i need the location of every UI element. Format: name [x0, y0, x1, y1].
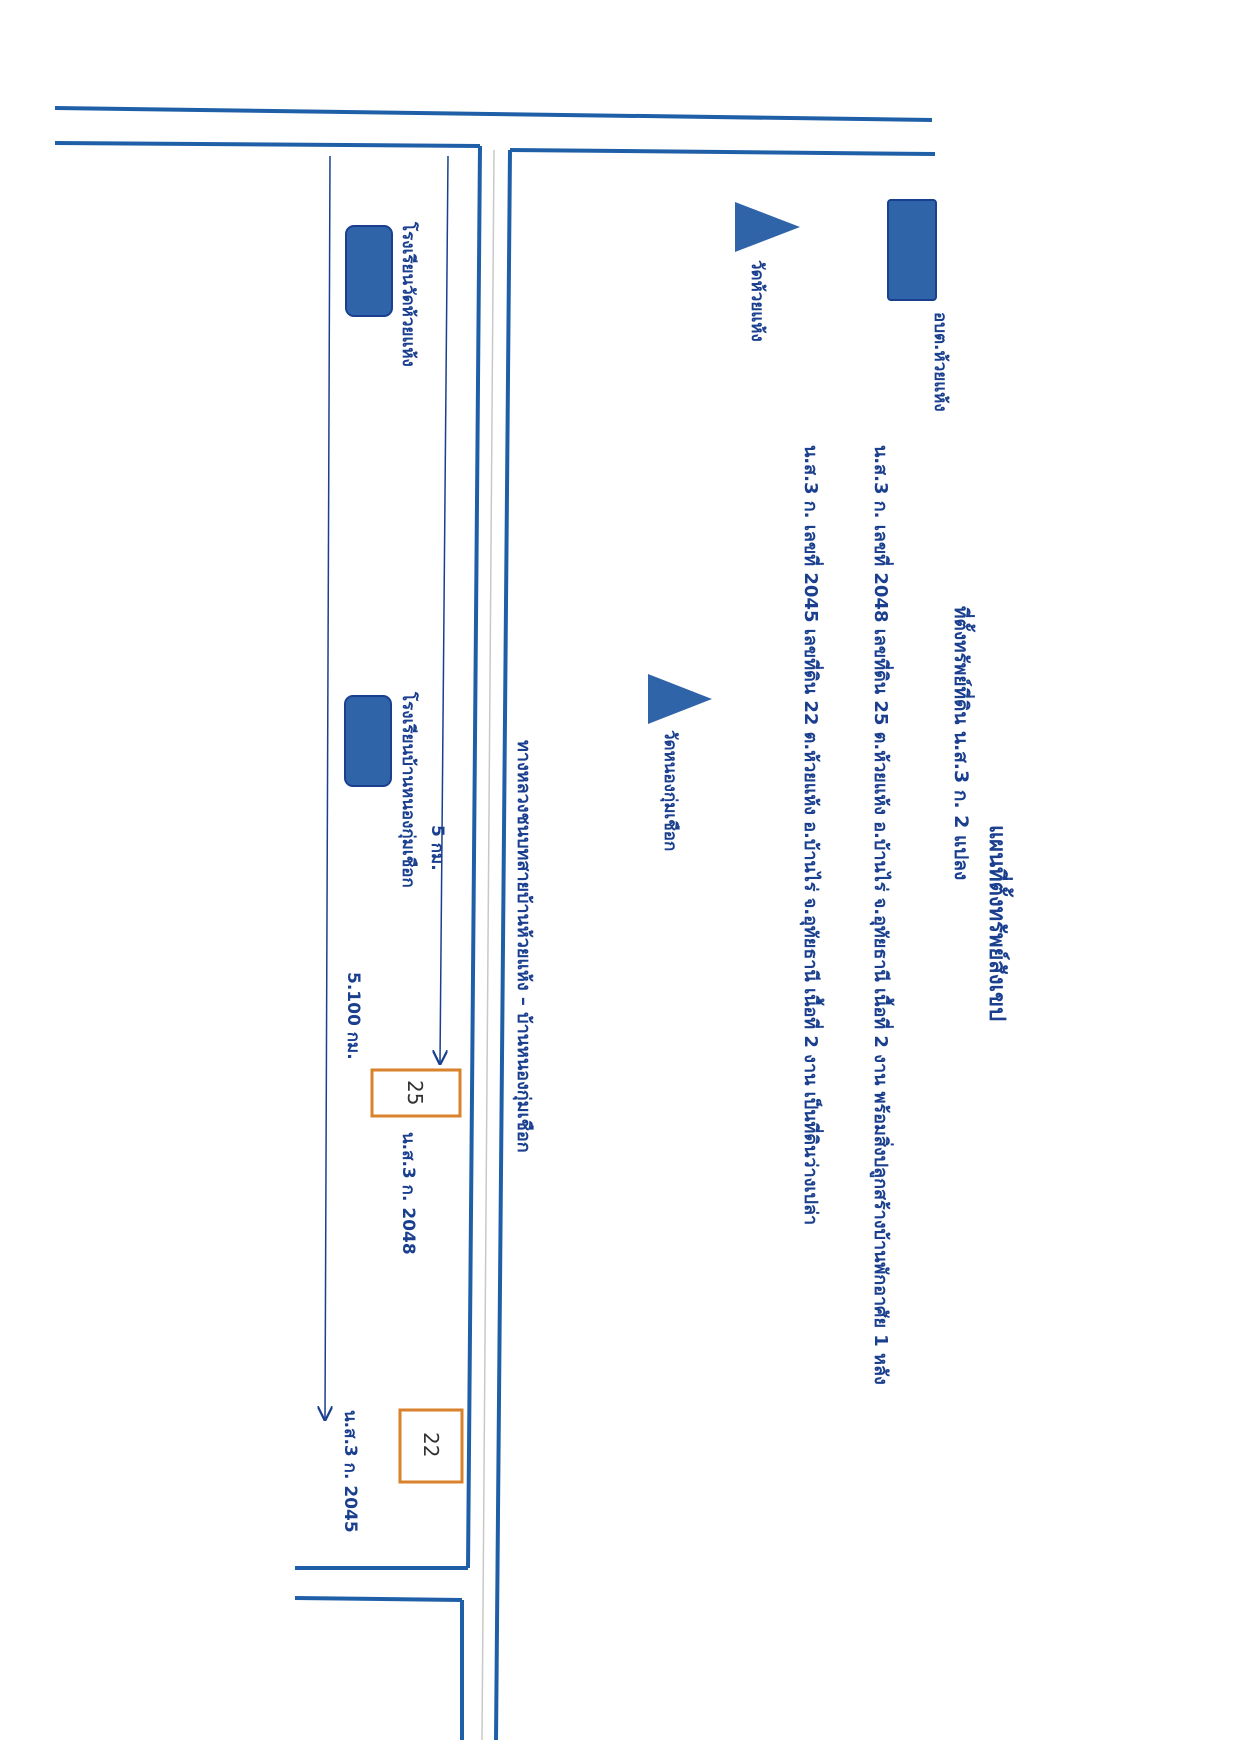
top-road-inner-line-right [509, 148, 936, 156]
parcel-description-2: น.ส.3 ก. เลขที่ 2045 เลขที่ดิน 22 ต.ห้วย… [799, 445, 825, 1225]
main-road-right-edge [494, 149, 512, 1741]
temple-1-marker [735, 202, 800, 252]
map-subtitle: ที่ตั้งทรัพย์ที่ดิน น.ส.3 ก. 2 แปลง [950, 606, 976, 880]
parcel-22-number: 22 [419, 1432, 443, 1457]
school-1-marker [345, 225, 393, 317]
parcel-25-box [370, 1068, 462, 1118]
temple-2-marker [648, 674, 712, 724]
distance-label-parcel-22: 5.100 กม. [343, 972, 363, 1060]
parcel-22-box [398, 1408, 464, 1484]
school-2-marker [344, 695, 392, 787]
school-1-label: โรงเรียนวัดห้วยแห้ง [398, 221, 419, 367]
temple-1-label: วัดห้วยแห้ง [747, 260, 767, 342]
office-marker [887, 199, 937, 301]
parcel-25-deed: น.ส.3 ก. 2048 [398, 1132, 418, 1255]
bottom-road-line-2 [294, 1596, 463, 1602]
temple-2-label: วัดหนองกุ่มเชือก [660, 730, 681, 851]
top-road-line [54, 106, 933, 122]
map-title: แผนที่ตั้งทรัพย์สังเขป [984, 825, 1014, 1021]
parcel-description-1: น.ส.3 ก. เลขที่ 2048 เลขที่ดิน 25 ต.ห้วย… [869, 445, 895, 1385]
distance-label-parcel-25: 5 กม. [427, 825, 447, 871]
office-label: อบต.ห้วยแห้ง [930, 312, 950, 412]
parcel-22-deed: น.ส.3 ก. 2045 [340, 1410, 360, 1533]
road-name-label: ทางหลวงชนบทสายบ้านห้วยแห้ง – บ้านหนองกุ่… [512, 740, 534, 1153]
road-lines [54, 106, 936, 1741]
center-line [481, 149, 495, 1741]
main-road-left-edge [466, 145, 482, 1569]
parcel-25-number: 25 [403, 1080, 427, 1105]
distance-arrow-parcel-25 [440, 155, 449, 1062]
school-2-label: โรงเรียนบ้านหนองกุ่มเชือก [398, 691, 419, 888]
distance-arrow-parcel-22 [325, 155, 330, 1418]
top-road-inner-line [54, 141, 481, 148]
